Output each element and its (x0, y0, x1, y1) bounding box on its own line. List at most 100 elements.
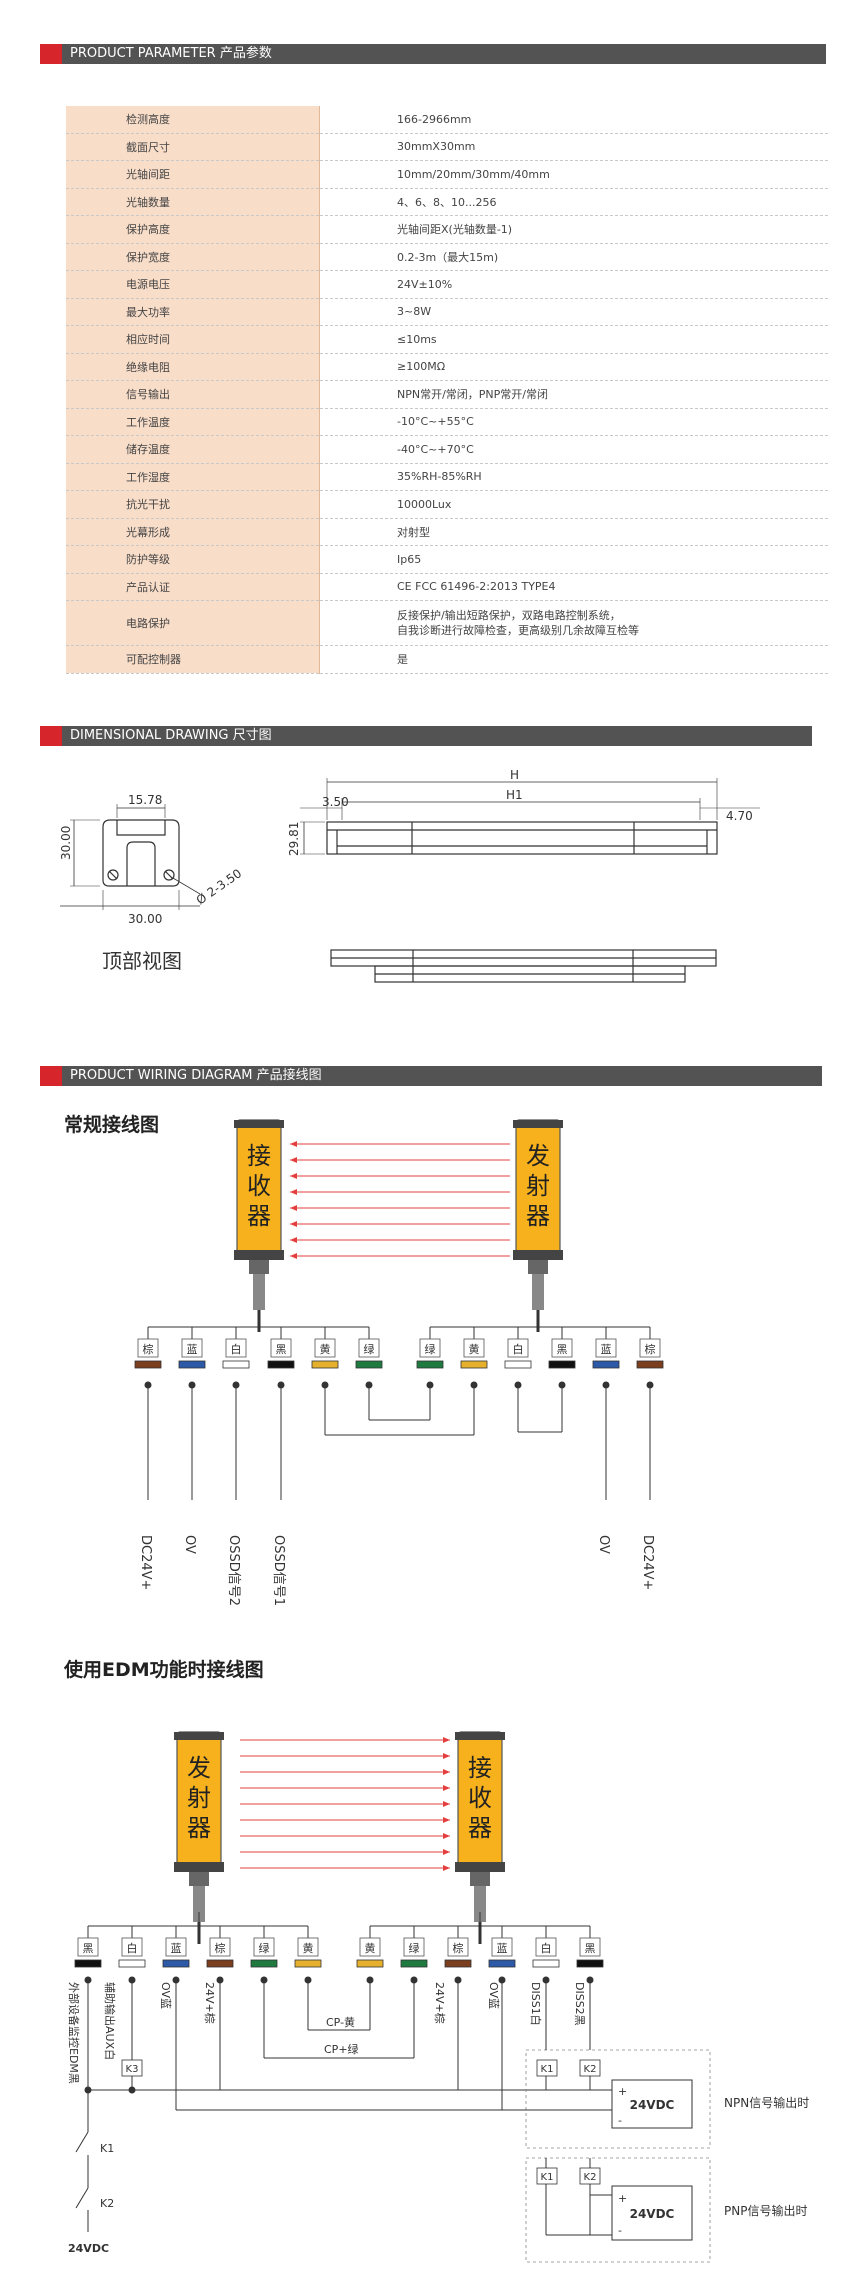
wire-color-band (118, 1959, 146, 1968)
param-row: 保护高度光轴间距X(光轴数量-1) (66, 215, 828, 244)
param-key: 最大功率 (66, 298, 320, 326)
dim-H1: H1 (506, 788, 523, 802)
wire-tag-label: 棕 (215, 1941, 226, 1955)
param-key: 电路保护 (66, 600, 320, 646)
param-value-line: ≤10ms (397, 332, 437, 346)
relay-label: K3 (126, 2064, 139, 2075)
param-key: 信号输出 (66, 380, 320, 409)
param-key: 光轴间距 (66, 160, 320, 189)
relay-label: K2 (584, 2172, 597, 2183)
wire-tag-label: 黑 (557, 1343, 568, 1356)
junction-dot (128, 2086, 136, 2094)
param-value: 0.2-3m（最大15m) (319, 243, 828, 271)
sensor-cap (513, 1120, 563, 1128)
beam-arrow (443, 1769, 450, 1775)
wire-function-label: 外部设备监控EDM黑 (67, 1982, 81, 2084)
sensor-label-char: 接 (468, 1754, 492, 1782)
sensor-cap (455, 1862, 505, 1872)
param-value: 35%RH-85%RH (319, 463, 828, 491)
param-row: 可配控制器是 (66, 645, 828, 674)
param-row: 绝缘电阻≥100MΩ (66, 353, 828, 381)
power-supply-label: 24VDC (68, 2242, 109, 2255)
wire-tag (447, 1937, 469, 1957)
param-value: ≥100MΩ (319, 353, 828, 381)
beam-arrow (443, 1737, 450, 1743)
wire-color-band (355, 1360, 383, 1369)
beam-arrow (443, 1833, 450, 1839)
param-value: 24V±10% (319, 270, 828, 299)
diagram-title: 使用EDM功能时接线图 (63, 1658, 264, 1681)
dim-top-width: 15.78 (128, 793, 162, 807)
wire-tag-label: 黄 (303, 1941, 314, 1955)
wire-color-band (267, 1360, 295, 1369)
sensor-label-char: 器 (247, 1202, 271, 1230)
wire-tag-label: 黑 (83, 1942, 94, 1955)
power-supply-pnp (611, 2185, 693, 2241)
param-value: -10°C~+55°C (319, 408, 828, 436)
wire-color-band (488, 1959, 516, 1968)
wire-tag-label: 棕 (453, 1941, 464, 1955)
pnp-output-box (525, 2157, 711, 2263)
beam-arrow (290, 1141, 297, 1147)
param-key: 相应时间 (66, 325, 320, 354)
sensor-cable-gland (253, 1274, 265, 1310)
param-row: 产品认证 CE FCC 61496-2:2013 TYPE4 (66, 573, 828, 601)
wire-tag-label: 白 (231, 1342, 242, 1356)
dim-hole: Ø 2-3.50 (194, 866, 245, 907)
wire-function-label: DC24V+ (138, 1535, 153, 1590)
param-row: 电源电压 24V±10% (66, 270, 828, 299)
param-value: 10mm/20mm/30mm/40mm (319, 160, 828, 189)
wire-tag (535, 1937, 557, 1957)
param-row: 电路保护反接保护/输出短路保护，双路电路控制系统，自我诊断进行故障检查，更高级别… (66, 600, 828, 646)
sensor-cable-gland (193, 1886, 205, 1922)
sensor-connector (528, 1260, 548, 1274)
polarity-plus: + (618, 2192, 627, 2205)
beam-arrow (290, 1237, 297, 1243)
wire-tag-label: 白 (127, 1941, 138, 1955)
sensor-connector (470, 1872, 490, 1886)
wire-function-label: DISS2黑 (573, 1982, 586, 2026)
dim-bottom-width: 30.00 (128, 912, 162, 926)
beam-arrow (290, 1173, 297, 1179)
polarity-plus: + (618, 2085, 627, 2098)
param-value: 对射型 (319, 518, 828, 546)
param-value: NPN常开/常闭，PNP常开/常闭 (319, 380, 828, 409)
wire-tag-label: 黄 (365, 1941, 376, 1955)
beam-arrow (443, 1849, 450, 1855)
beam-arrow (443, 1801, 450, 1807)
param-key: 抗光干扰 (66, 490, 320, 519)
param-key: 电源电压 (66, 270, 320, 299)
relay-contact-k3 (121, 2059, 143, 2077)
sensor-label-char: 发 (526, 1142, 550, 1170)
top-view-label: 顶部视图 (102, 949, 182, 973)
wire-color-band (134, 1360, 162, 1369)
wire-function-label: 24V+棕 (203, 1982, 217, 2024)
power-supply-npn (611, 2079, 693, 2129)
sensor-cap (234, 1120, 284, 1128)
dim-side-height: 30.00 (59, 826, 73, 860)
section-header-wiring: PRODUCT WIRING DIAGRAM 产品接线图 (40, 1066, 822, 1086)
param-key: 产品认证 (66, 573, 320, 601)
npn-output-box (525, 2049, 711, 2149)
power-supply-label: 24VDC (630, 2098, 675, 2112)
param-value-line: 24V±10% (397, 277, 453, 291)
polarity-minus: - (618, 2224, 622, 2237)
wire-function-label: OV (596, 1535, 611, 1554)
wire-color-band (74, 1959, 102, 1968)
relay-label: K2 (584, 2064, 597, 2075)
power-supply-label: 24VDC (630, 2207, 675, 2221)
param-key: 绝缘电阻 (66, 353, 320, 381)
param-value-line: 光轴间距X(光轴数量-1) (397, 223, 513, 237)
beam-arrow (290, 1253, 297, 1259)
param-value: Ip65 (319, 545, 828, 574)
sensor-label-char: 发 (187, 1754, 211, 1782)
wire-color-band (504, 1360, 532, 1369)
param-value-line: CE FCC 61496-2:2013 TYPE4 (397, 580, 556, 594)
wire-color-band (400, 1959, 428, 1968)
param-key: 检测高度 (66, 106, 320, 134)
relay-label: K1 (100, 2142, 114, 2155)
